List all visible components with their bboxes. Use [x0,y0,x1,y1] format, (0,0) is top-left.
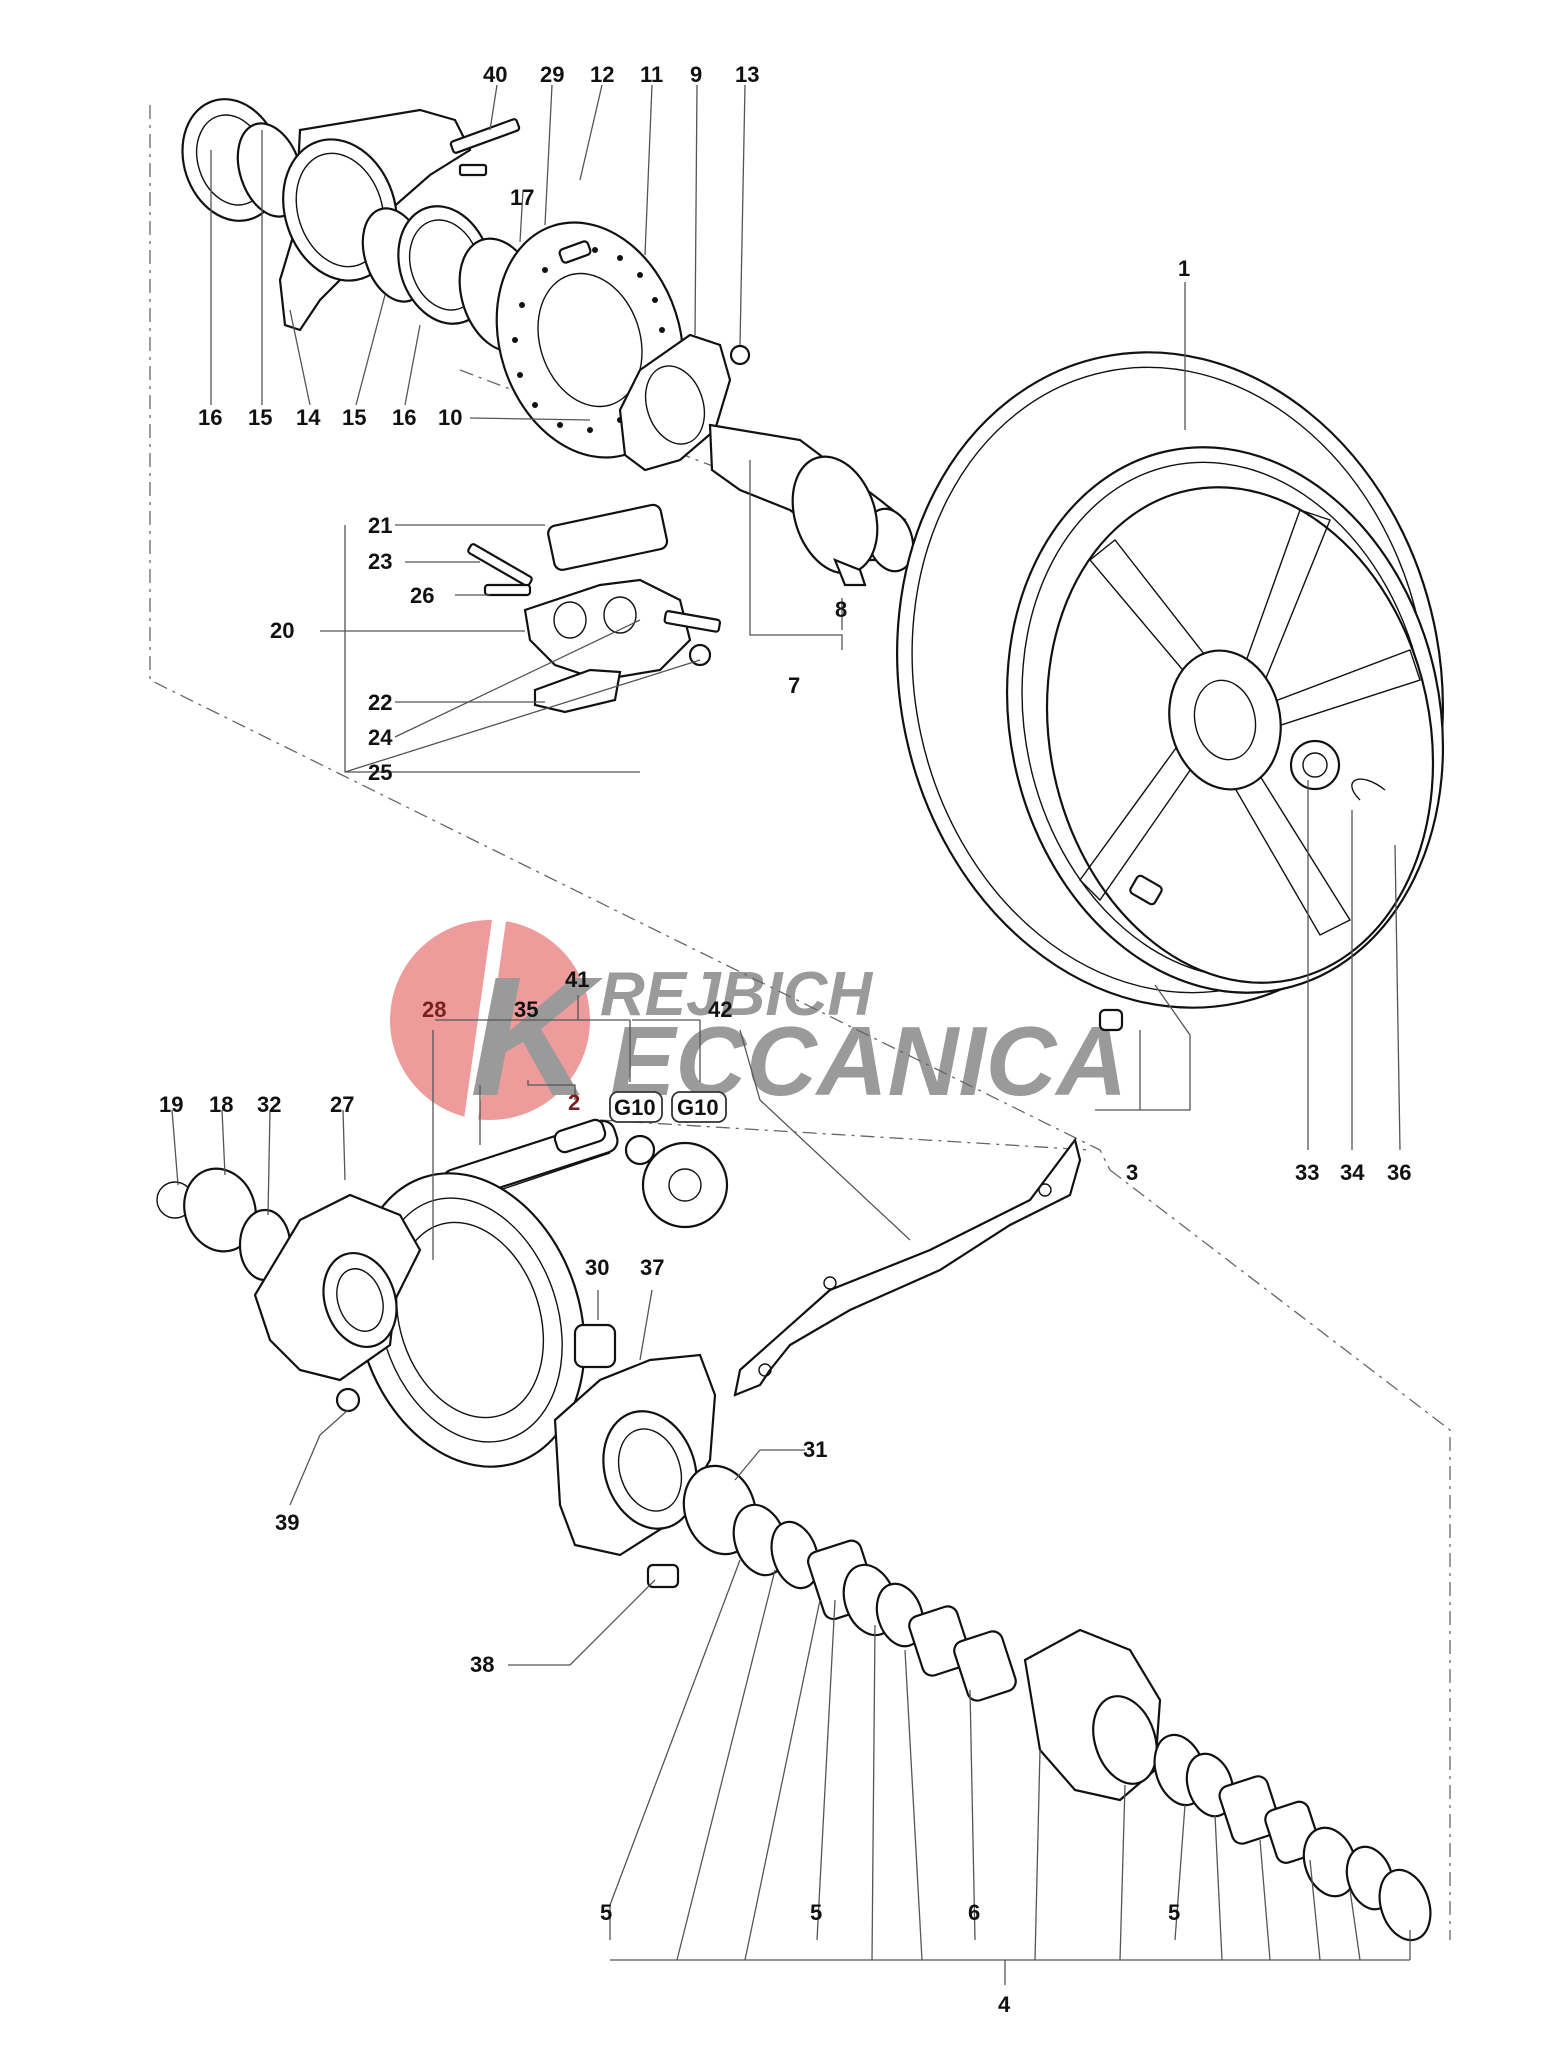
callout-13: 13 [735,62,759,87]
callout-11: 11 [640,62,663,87]
hub-carrier-left [156,1167,422,1413]
callout-40: 40 [483,62,507,87]
callout-29: 29 [540,62,564,87]
watermark-line1: REJBICH [600,960,873,1029]
callout-18: 18 [209,1092,233,1117]
callout-7: 7 [788,673,800,698]
chain-guard [733,1137,1082,1397]
callout-41: 41 [565,967,589,992]
callout-6: 6 [968,1900,980,1925]
callout-25: 25 [368,760,392,785]
callout-23: 23 [368,549,392,574]
callout-42: 42 [708,997,732,1022]
callout-5a: 5 [600,1900,612,1925]
callout-24: 24 [368,725,393,750]
callout-9: 9 [690,62,702,87]
front-sprocket [641,1141,729,1229]
label-g10-b: G10 [677,1095,719,1120]
callout-16a: 16 [198,405,222,430]
g10-box-a [609,1091,663,1123]
cush-drive-carrier [553,1323,758,1589]
callout-19: 19 [159,1092,183,1117]
callout-3: 3 [1126,1160,1138,1185]
hub-flange-shaft [618,333,915,587]
callout-12: 12 [590,62,614,87]
callout-5b: 5 [810,1900,822,1925]
callout-39: 39 [275,1510,299,1535]
brake-caliper [467,503,722,714]
callout-15a: 15 [248,405,272,430]
callout-35: 35 [514,997,538,1022]
callout-22: 22 [368,690,392,715]
callout-5c: 5 [1168,1900,1180,1925]
callout-15b: 15 [342,405,366,430]
callout-38: 38 [470,1652,494,1677]
callout-10: 10 [438,405,462,430]
callout-26: 26 [410,583,434,608]
callout-4: 4 [998,1992,1011,2017]
callout-28: 28 [422,997,446,1022]
watermark-logo: K REJBICH ECCANICA [390,905,1127,1135]
callout-30: 30 [585,1255,609,1280]
callout-16b: 16 [392,405,416,430]
callout-20: 20 [270,618,294,643]
callout-34: 34 [1340,1160,1365,1185]
axle-bearing-stack [732,1503,1432,1942]
leader-lines [171,84,1411,1985]
callout-33: 33 [1295,1160,1319,1185]
label-g10-a: G10 [614,1095,656,1120]
rear-wheel [896,351,1445,1032]
callout-1: 1 [1178,256,1190,281]
callout-8: 8 [835,597,847,622]
watermark-k: K [470,942,604,1132]
callout-36: 36 [1387,1160,1411,1185]
callout-17: 17 [510,185,534,210]
callout-21: 21 [368,513,392,538]
callout-37: 37 [640,1255,664,1280]
callout-31: 31 [803,1437,827,1462]
g10-box-b [671,1091,727,1123]
drive-train [354,1118,729,1468]
callout-2: 2 [568,1090,580,1115]
callout-32: 32 [257,1092,281,1117]
callout-14: 14 [296,405,321,430]
callout-27: 27 [330,1092,354,1117]
callout-labels: 40 29 12 11 9 13 17 1 16 15 14 15 16 10 … [159,62,1411,2017]
